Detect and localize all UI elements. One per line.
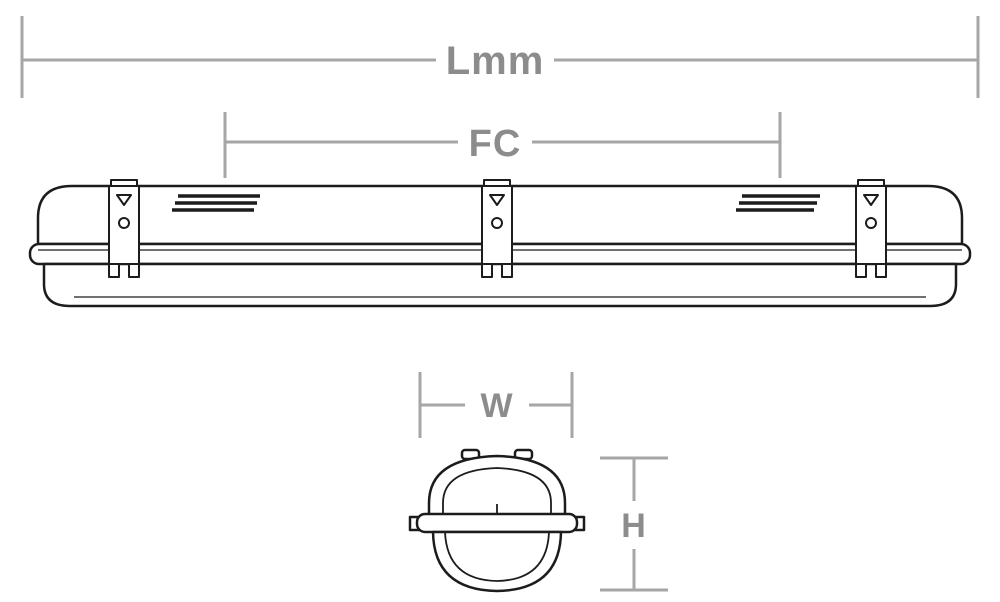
clip-foot-right [875,263,887,278]
height-dimension-label: H [621,507,647,545]
length-dimension-label: Lmm [446,39,545,83]
end-housing-dome [427,454,567,520]
vent-slots-right [736,194,820,212]
width-dimension-label: W [480,387,513,425]
side-diffuser-outline [42,262,958,308]
fc-dimension-label: FC [469,123,522,165]
end-housing-inner-line [442,467,552,516]
clip-screw-hole [865,217,877,229]
luminaire-side-view [28,179,972,308]
clip-strap [481,185,513,265]
clip-foot-right [128,263,140,278]
mounting-clip-center [481,179,513,278]
end-seam-flange [415,512,579,534]
clip-foot-left [481,263,493,278]
clip-notch [116,194,132,206]
end-diffuser-inner-line [444,531,550,582]
clip-foot-left [108,263,120,278]
height-dimension: H [600,456,668,592]
clip-foot-right [501,263,513,278]
end-diffuser-bowl [431,530,563,593]
clip-screw-hole [491,217,503,229]
clip-foot-left [855,263,867,278]
luminaire-end-view [408,448,586,593]
width-dimension: W [418,372,574,438]
clip-screw-hole [118,217,130,229]
mounting-clip-left [108,179,140,278]
mounting-clip-right [855,179,887,278]
clip-notch [489,194,505,206]
fixing-centers-dimension: FC [223,112,782,178]
clip-notch [863,194,879,206]
vent-slots-left [172,194,260,212]
length-dimension: Lmm [20,16,980,98]
